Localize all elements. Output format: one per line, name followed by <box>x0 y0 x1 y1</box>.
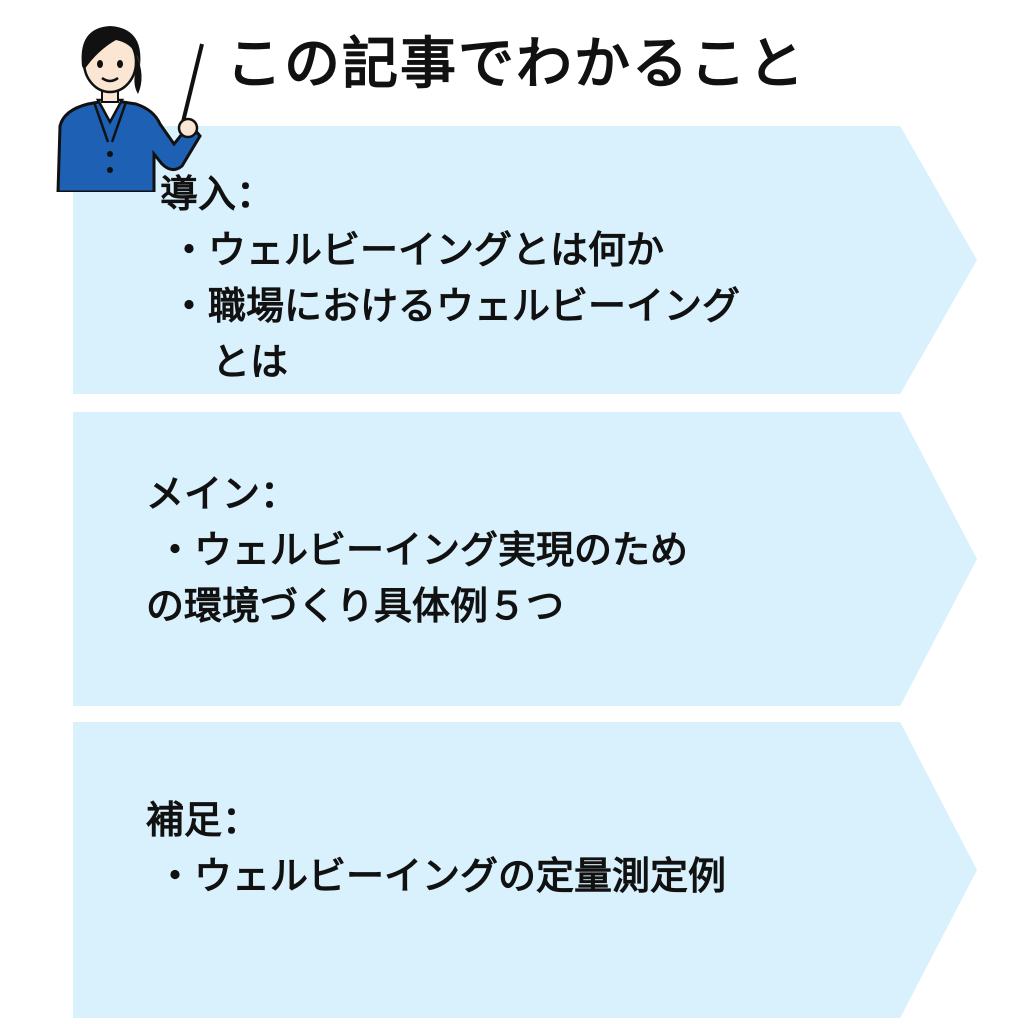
section-heading: メイン： <box>146 472 299 516</box>
section-item-continuation: の環境づくり具体例５つ <box>146 584 565 628</box>
section-item: ・ウェルビーイングとは何か <box>170 228 665 272</box>
section-main: メイン： ・ウェルビーイング実現のため の環境づくり具体例５つ <box>146 466 688 634</box>
section-heading: 導入： <box>160 172 275 216</box>
section-panel-intro <box>73 126 977 394</box>
section-supplement: 補足： ・ウェルビーイングの定量測定例 <box>146 792 726 904</box>
page-title: この記事でわかること <box>226 32 806 97</box>
section-panel-main <box>73 412 977 706</box>
section-item: ・ウェルビーイングの定量測定例 <box>156 854 727 898</box>
section-item: ・ウェルビーイング実現のため <box>156 528 689 572</box>
section-panel-supplement <box>73 722 977 1018</box>
section-item-continuation: とは <box>212 340 289 384</box>
section-heading: 補足： <box>146 798 261 842</box>
teacher-pointer-icon <box>56 26 204 192</box>
section-intro: 導入： ・ウェルビーイングとは何か ・職場におけるウェルビーイング とは <box>160 166 740 390</box>
section-item: ・職場におけるウェルビーイング <box>170 284 741 328</box>
